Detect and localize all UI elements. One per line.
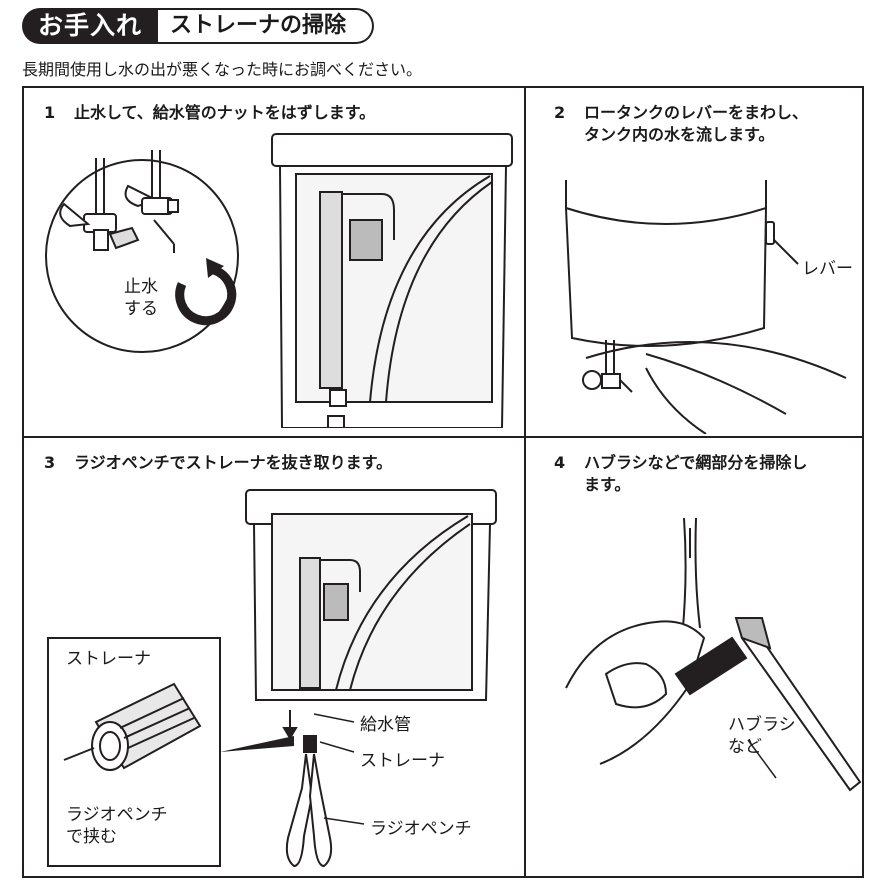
step-text-line2: ます。 bbox=[584, 475, 631, 494]
pliers-label: ラジオペンチ bbox=[370, 819, 472, 839]
detail-circle bbox=[45, 159, 239, 353]
strainer-detail-label: ストレーナ bbox=[66, 649, 151, 669]
step-text: ラジオペンチでストレーナを抜き取ります。 bbox=[74, 453, 393, 472]
grid-divider-vertical bbox=[524, 88, 526, 876]
strainer-icon bbox=[63, 682, 202, 771]
toothbrush-label: ハブラシ など bbox=[728, 714, 796, 758]
pinch-line2: で挟む bbox=[66, 827, 117, 847]
step-number: 1 bbox=[44, 103, 56, 122]
stop-valve-icon bbox=[59, 158, 140, 251]
step-text: ロータンクのレバーをまわし、 bbox=[584, 103, 809, 122]
strainer-label: ストレーナ bbox=[360, 751, 445, 771]
toothbrush-icon bbox=[734, 617, 862, 792]
step-text: 止水して、給水管のナットをはずします。 bbox=[74, 103, 376, 122]
stop-water-label: 止水 する bbox=[124, 276, 158, 320]
stop-water-line2: する bbox=[124, 299, 158, 319]
strainer-icon bbox=[674, 636, 748, 696]
lever-label: レバー bbox=[802, 259, 853, 279]
step-text: ハブラシなどで網部分を掃除し bbox=[584, 453, 808, 472]
rotate-arrow-icon bbox=[175, 258, 237, 326]
step-2: 2 ロータンクのレバーをまわし、 タンク内の水を流します。 bbox=[554, 102, 808, 146]
stop-water-line1: 止水 bbox=[124, 277, 158, 297]
toilet-tank-icon bbox=[245, 489, 497, 701]
toothbrush-line1: ハブラシ bbox=[728, 715, 796, 735]
toilet-tank-icon bbox=[564, 180, 847, 434]
step-number: 3 bbox=[44, 453, 56, 472]
steps-grid: 1 止水して、給水管のナットをはずします。 2 ロータンクのレバーをまわし、 タンク… bbox=[22, 86, 864, 878]
step-text-line2: タンク内の水を流します。 bbox=[584, 125, 775, 144]
step-number: 2 bbox=[554, 103, 566, 122]
lever-icon bbox=[765, 221, 775, 245]
water-stream-icon bbox=[681, 517, 701, 639]
section-title: ストレーナの掃除 bbox=[158, 8, 375, 44]
stop-valve-icon bbox=[124, 150, 179, 253]
pinch-label: ラジオペンチ で挟む bbox=[66, 804, 168, 848]
step-1: 1 止水して、給水管のナットをはずします。 bbox=[44, 102, 375, 124]
step4-illustration bbox=[565, 517, 862, 792]
hand-icon bbox=[565, 620, 706, 765]
down-arrow-icon bbox=[282, 710, 298, 740]
pliers-icon bbox=[285, 735, 333, 868]
section-header: お手入れ ストレーナの掃除 bbox=[22, 8, 375, 44]
intro-text: 長期間使用し水の出が悪くなった時にお調べください。 bbox=[22, 60, 423, 79]
nut-rotate-icon bbox=[327, 415, 345, 428]
step2-illustration bbox=[564, 180, 847, 434]
step-number: 4 bbox=[554, 453, 566, 472]
step-4: 4 ハブラシなどで網部分を掃除し ます。 bbox=[554, 452, 807, 496]
pinch-line1: ラジオペンチ bbox=[66, 805, 168, 825]
step3-illustration bbox=[47, 489, 497, 868]
grid-divider-horizontal bbox=[24, 436, 862, 438]
step1-illustration bbox=[45, 133, 513, 428]
supply-pipe-label: 給水管 bbox=[360, 715, 411, 735]
section-badge: お手入れ bbox=[22, 8, 159, 44]
toothbrush-line2: など bbox=[728, 737, 762, 757]
toilet-tank-icon bbox=[271, 133, 513, 428]
step-3: 3 ラジオペンチでストレーナを抜き取ります。 bbox=[44, 452, 392, 474]
